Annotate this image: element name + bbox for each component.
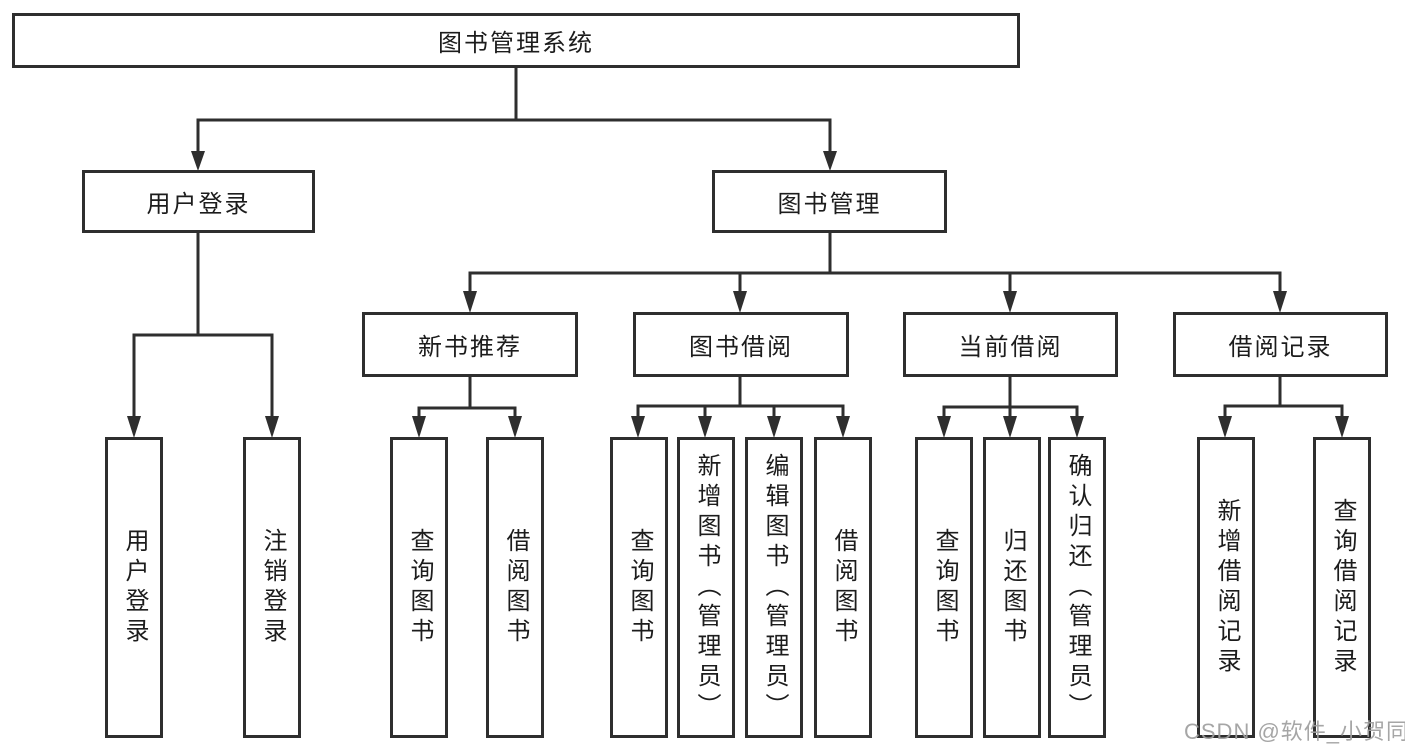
node-library-system: 图书管理系统 bbox=[12, 13, 1020, 68]
leaf-query-books-current: 查询图书 bbox=[915, 437, 973, 738]
leaf-logout-login: 注销登录 bbox=[243, 437, 301, 738]
node-current-borrowing: 当前借阅 bbox=[903, 312, 1118, 377]
leaf-add-books-admin: 新增图书（管理员） bbox=[677, 437, 735, 738]
leaf-query-borrow-record: 查询借阅记录 bbox=[1313, 437, 1371, 738]
node-book-borrowing: 图书借阅 bbox=[633, 312, 849, 377]
leaf-borrow-books-borrowing: 借阅图书 bbox=[814, 437, 872, 738]
leaf-query-books-recommend: 查询图书 bbox=[390, 437, 448, 738]
csdn-watermark: CSDN @软件_小贺同学 bbox=[1184, 719, 1405, 744]
node-new-book-recommend: 新书推荐 bbox=[362, 312, 578, 377]
leaf-return-books: 归还图书 bbox=[983, 437, 1041, 738]
leaf-user-login: 用户登录 bbox=[105, 437, 163, 738]
leaf-borrow-books-recommend: 借阅图书 bbox=[486, 437, 544, 738]
leaf-edit-books-admin: 编辑图书（管理员） bbox=[745, 437, 803, 738]
leaf-add-borrow-record: 新增借阅记录 bbox=[1197, 437, 1255, 738]
node-borrowing-records: 借阅记录 bbox=[1173, 312, 1388, 377]
leaf-query-books-borrowing: 查询图书 bbox=[610, 437, 668, 738]
leaf-confirm-return-admin: 确认归还（管理员） bbox=[1048, 437, 1106, 738]
node-user-login: 用户登录 bbox=[82, 170, 315, 233]
node-book-management: 图书管理 bbox=[712, 170, 947, 233]
